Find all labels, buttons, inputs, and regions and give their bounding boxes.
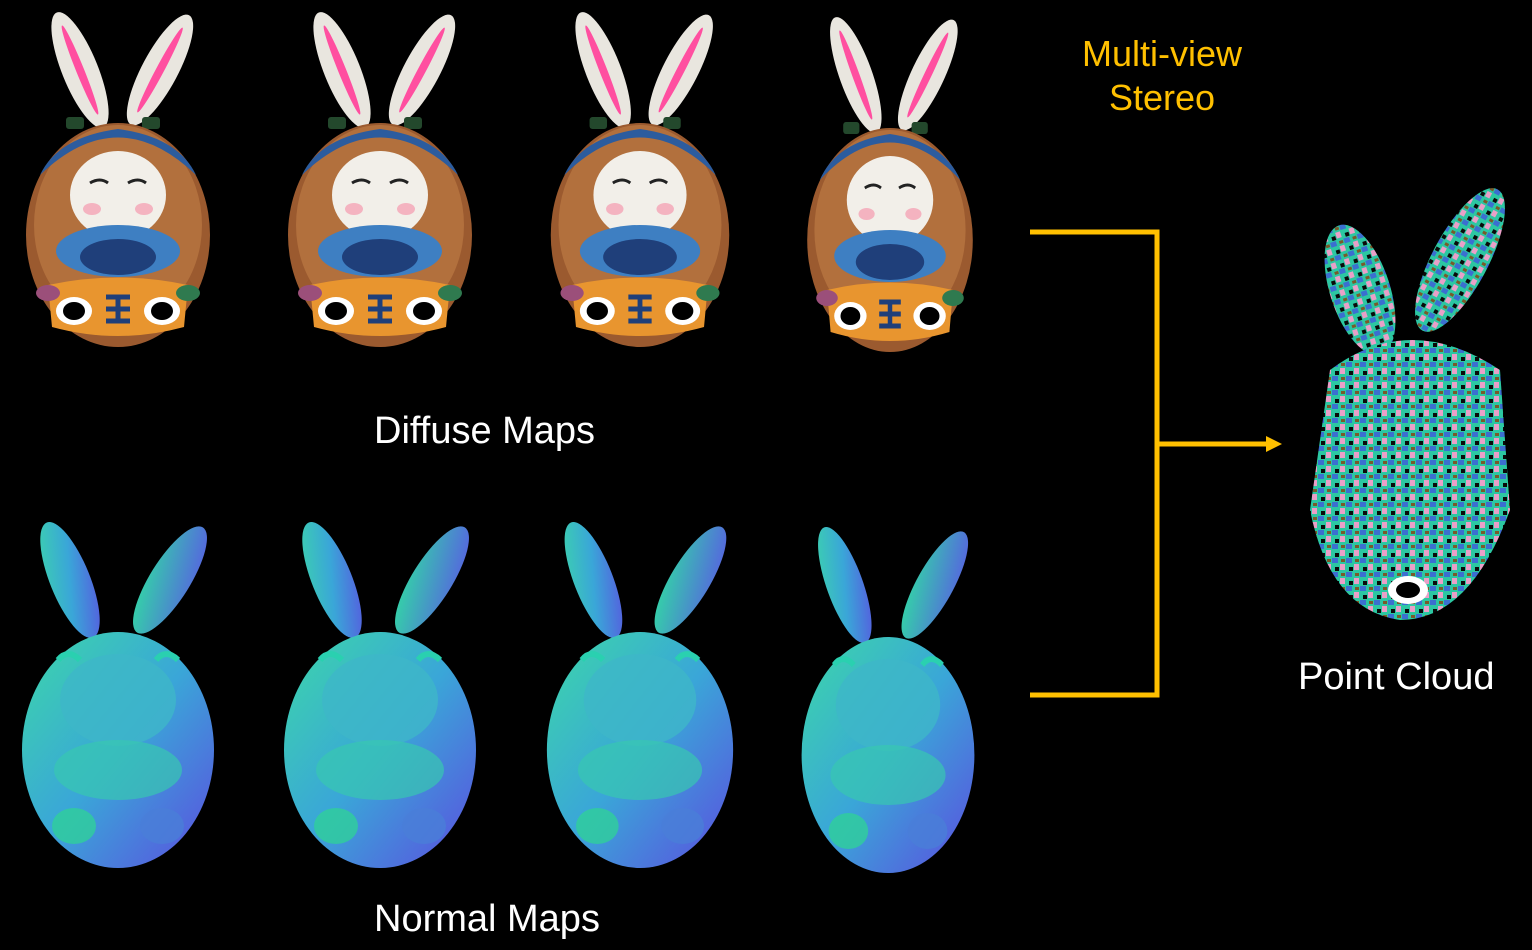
point-cloud-label: Point Cloud [1298, 656, 1494, 699]
multi-view-stereo-line-1: Multi-view [1052, 32, 1272, 76]
normal-map-view-1 [22, 515, 220, 868]
normal-map-view-2 [284, 515, 482, 868]
diffuse-maps-label: Diffuse Maps [374, 410, 595, 453]
normal-map-view-3 [547, 515, 739, 868]
point-cloud-figure [1290, 180, 1530, 640]
diffuse-map-view-2 [288, 6, 472, 347]
multi-view-stereo-line-2: Stereo [1052, 76, 1272, 120]
diffuse-map-view-4 [807, 11, 973, 352]
arrow-head-icon [1266, 436, 1282, 452]
diffuse-map-view-1 [26, 6, 210, 347]
multi-view-stereo-label: Multi-view Stereo [1052, 32, 1272, 120]
normal-maps-label: Normal Maps [374, 898, 600, 941]
merge-bracket-connector [1020, 220, 1290, 710]
diffuse-maps-row [0, 0, 1000, 400]
diffuse-map-view-3 [551, 6, 729, 347]
normal-map-view-4 [802, 520, 980, 873]
normal-maps-row [0, 500, 1000, 890]
